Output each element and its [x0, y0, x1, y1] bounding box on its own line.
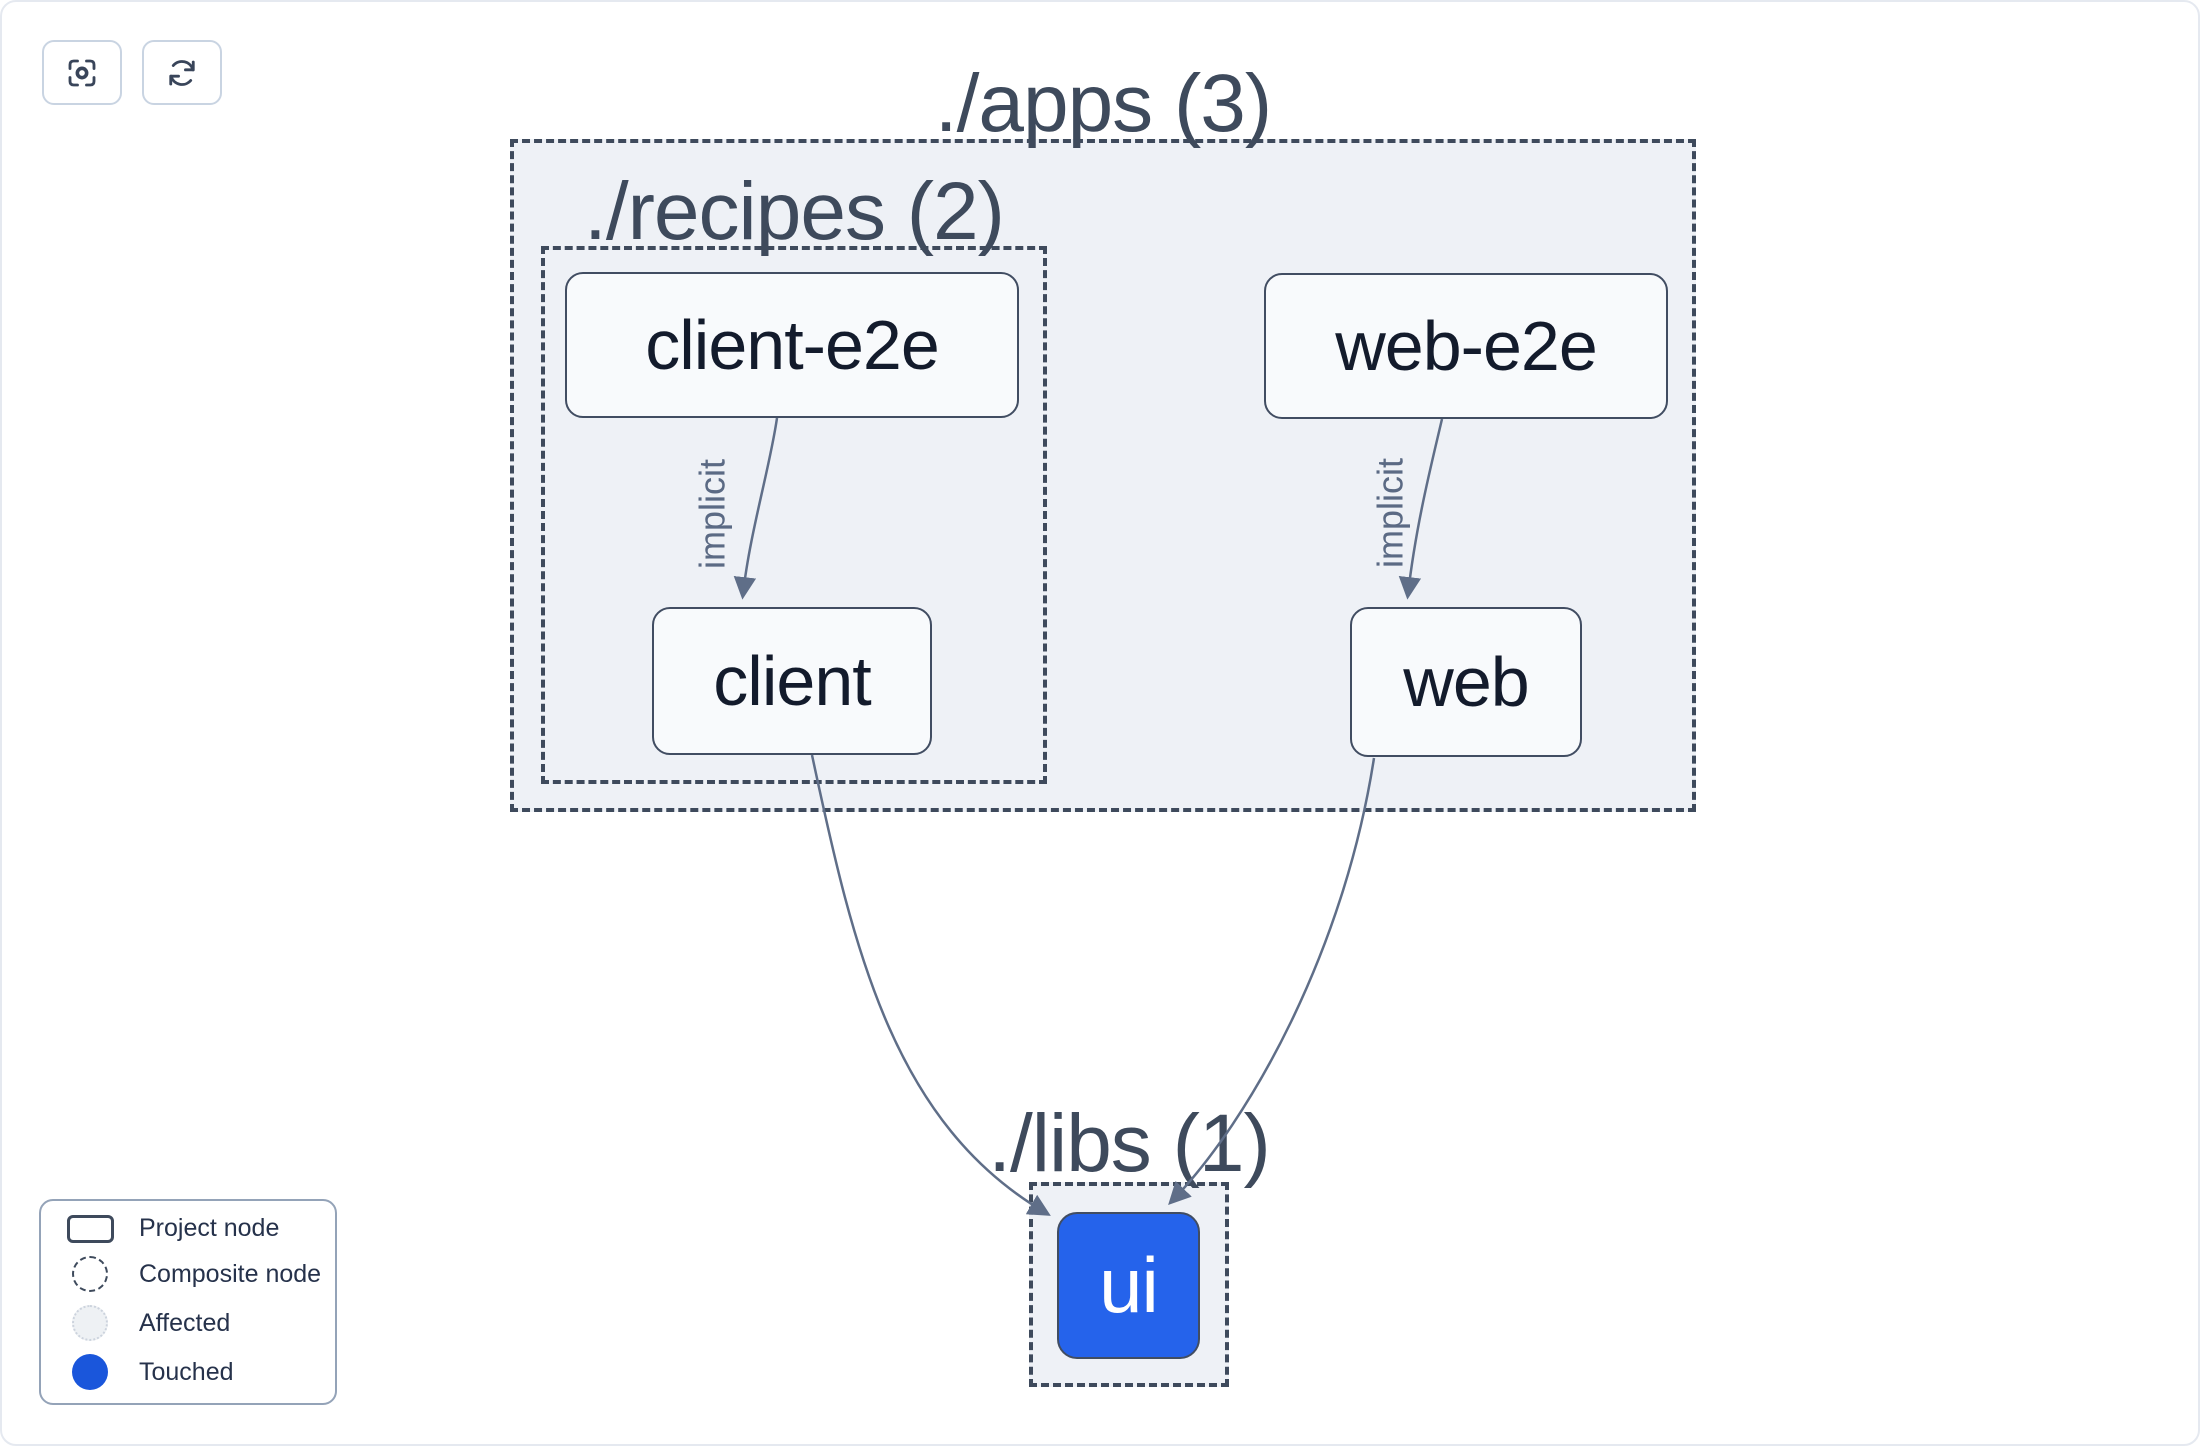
edge-web-to-ui[interactable] — [1168, 757, 1376, 1206]
legend-label: Composite node — [139, 1259, 322, 1288]
group-libs-label[interactable]: ./libs (1) — [988, 1098, 1271, 1189]
group-recipes-label[interactable]: ./recipes (2) — [584, 166, 1005, 257]
affected-swatch-icon — [59, 1305, 121, 1341]
edge-client-e2e-to-client[interactable] — [733, 417, 779, 600]
edge-client-to-ui[interactable] — [810, 754, 1051, 1216]
edge-web-e2e-to-web[interactable] — [1398, 418, 1444, 600]
node-web[interactable]: web — [1350, 607, 1582, 757]
legend-item-affected: Affected — [59, 1305, 317, 1341]
touched-swatch-icon — [59, 1354, 121, 1390]
node-client-e2e[interactable]: client-e2e — [565, 272, 1019, 418]
legend-item-composite-node: Composite node — [59, 1256, 321, 1292]
legend: Project node Composite node Affected Tou… — [39, 1199, 337, 1405]
edge-label-implicit-web: implicit — [1370, 458, 1411, 568]
refresh-icon — [169, 59, 195, 86]
legend-label: Touched — [139, 1357, 234, 1386]
project-node-swatch-icon — [59, 1214, 121, 1243]
node-ui-touched[interactable]: ui — [1057, 1212, 1200, 1359]
legend-label: Project node — [139, 1214, 280, 1242]
refresh-button[interactable] — [142, 40, 222, 105]
node-client[interactable]: client — [652, 607, 932, 755]
group-apps-label[interactable]: ./apps (3) — [934, 58, 1272, 149]
focus-reset-button[interactable] — [42, 40, 122, 105]
legend-item-project-node: Project node — [59, 1214, 317, 1243]
toolbar — [42, 40, 222, 105]
focus-icon — [68, 59, 96, 86]
legend-label: Affected — [139, 1308, 231, 1337]
legend-item-touched: Touched — [59, 1354, 317, 1390]
node-web-e2e[interactable]: web-e2e — [1264, 273, 1668, 419]
composite-node-swatch-icon — [59, 1256, 121, 1292]
edge-label-implicit-client: implicit — [692, 459, 733, 569]
